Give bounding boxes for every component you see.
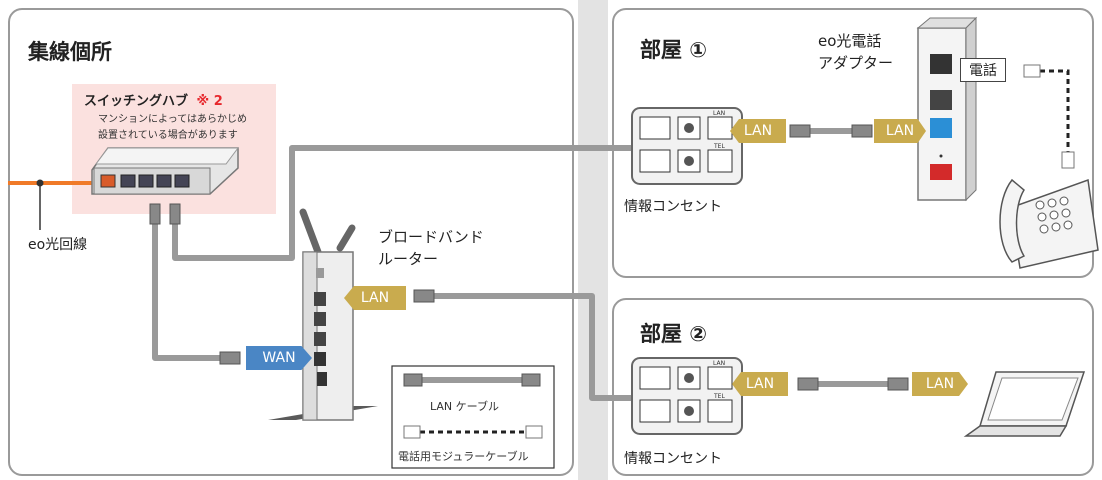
hub-note-mark: ※ 2	[196, 94, 223, 109]
legend-lan-label: LAN ケーブル	[430, 400, 499, 413]
room2-outlet-label: 情報コンセント	[624, 451, 722, 467]
tel-cable	[1040, 69, 1070, 152]
room2-port-lan: LAN	[713, 360, 726, 367]
phone-label: 電話	[960, 58, 1006, 82]
router-lan-tag: LAN	[344, 286, 406, 310]
info-outlet-room2	[631, 357, 743, 435]
left-panel-title: 集線個所	[28, 40, 112, 64]
legend-tel-label: 電話用モジュラーケーブル	[398, 450, 529, 463]
hub-note-line1: マンションによってはあらかじめ	[98, 114, 247, 125]
switching-hub-device	[91, 147, 239, 195]
room1-lan-tag-1: LAN	[730, 119, 786, 143]
info-outlet-room1	[631, 107, 743, 185]
telephone	[999, 178, 1099, 269]
room2-port-tel: TEL	[714, 393, 725, 400]
router-device	[268, 208, 378, 421]
cable-hub-router-wan	[152, 222, 240, 361]
router-label-line1: ブロードバンド	[378, 228, 484, 246]
room2-lan-tag-1: LAN	[732, 372, 788, 396]
room2-title: 部屋 ②	[640, 322, 708, 346]
wan-tag: WAN	[246, 346, 312, 370]
room1-port-lan: LAN	[713, 110, 726, 117]
cable-router-room2	[425, 293, 632, 401]
cable-hub-room1	[172, 145, 632, 261]
laptop	[963, 371, 1086, 437]
router-label: ブロードバンド ルーター	[378, 226, 484, 270]
hub-title: スイッチングハブ ※ 2	[84, 90, 223, 109]
eo-phone-adapter	[916, 16, 978, 202]
adapter-label-line2: アダプター	[818, 54, 894, 72]
room1-title: 部屋 ①	[640, 38, 708, 62]
hub-title-text: スイッチングハブ	[84, 94, 189, 109]
adapter-label: eo光電話 アダプター	[818, 30, 893, 74]
router-label-line2: ルーター	[378, 250, 439, 268]
room1-lan-tag-2: LAN	[874, 119, 926, 143]
room1-port-tel: TEL	[714, 143, 725, 150]
room2-lan-tag-2: LAN	[912, 372, 968, 396]
room1-outlet-label: 情報コンセント	[624, 199, 722, 215]
adapter-label-line1: eo光電話	[818, 32, 882, 50]
hub-note-line2: 設置されている場合があります	[98, 130, 238, 141]
eo-line-label: eo光回線	[28, 237, 88, 253]
